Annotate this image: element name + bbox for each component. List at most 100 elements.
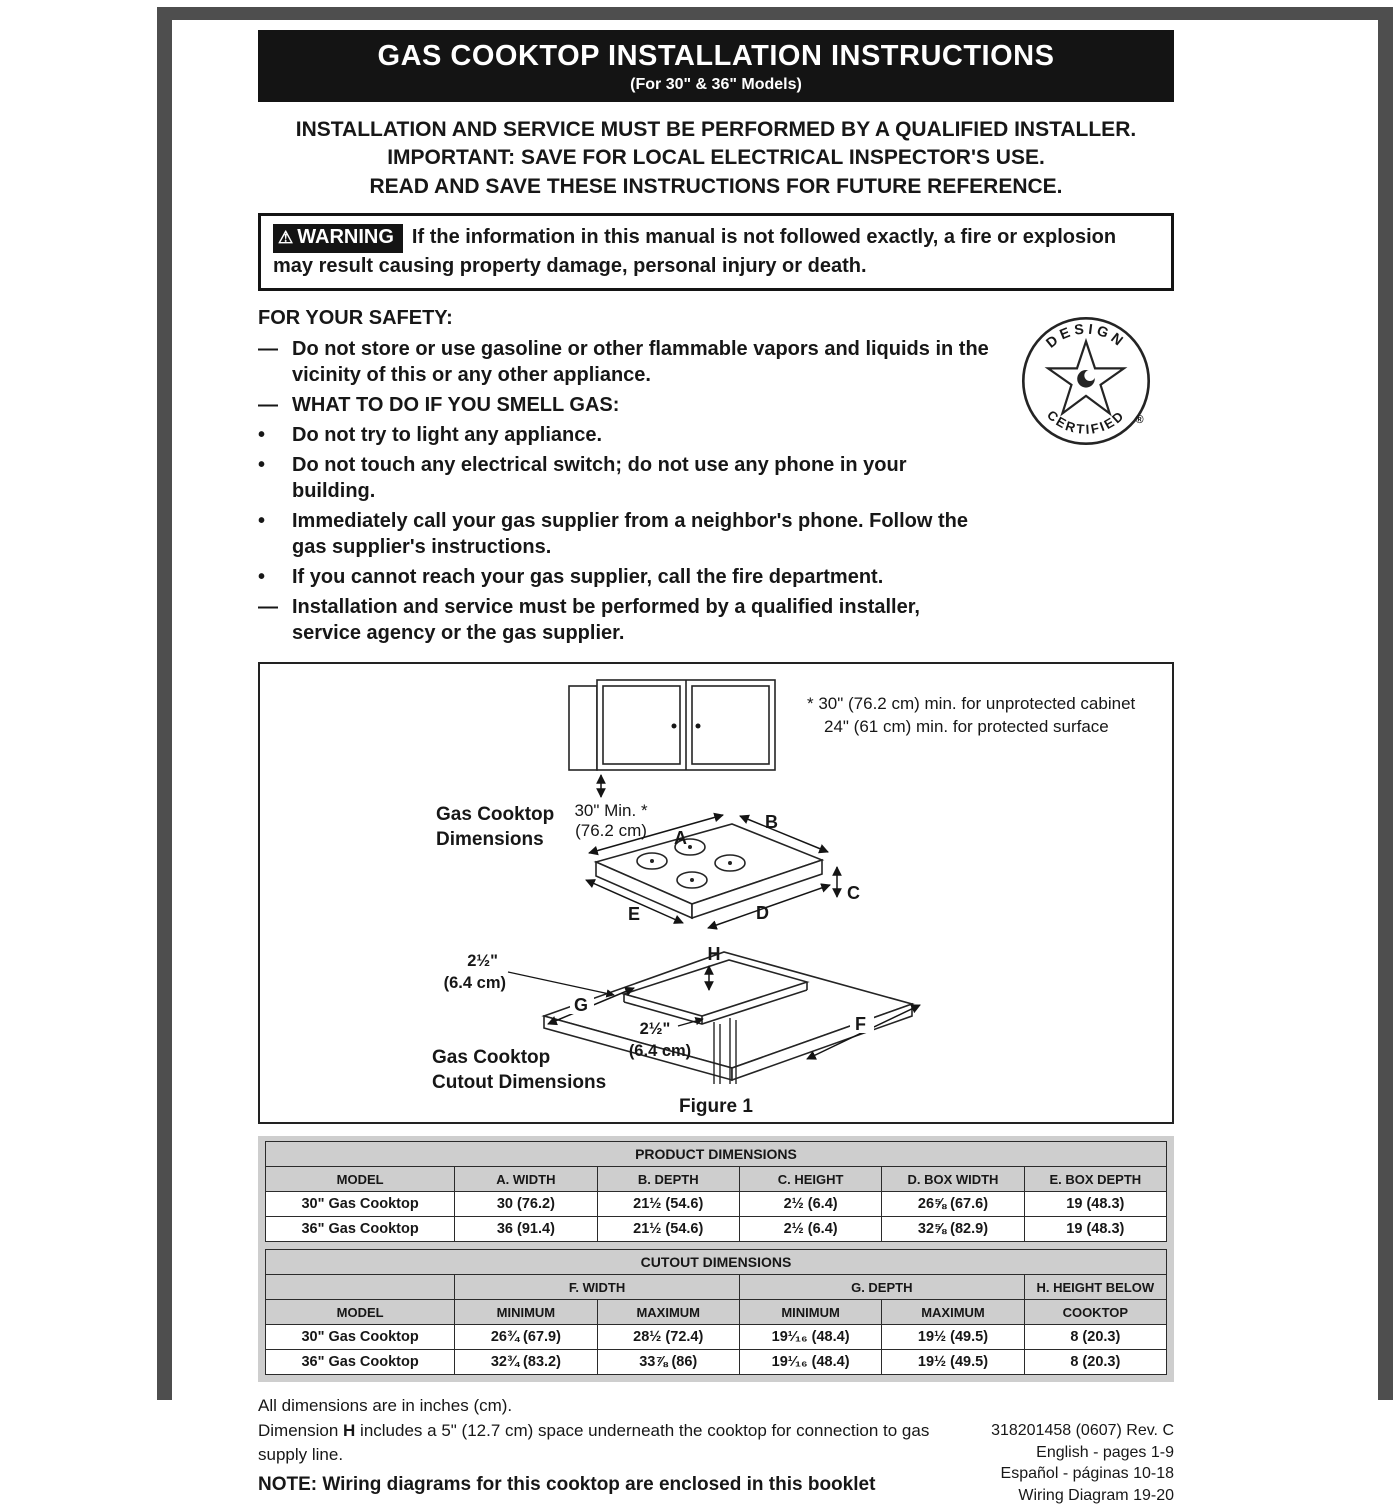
column-header: MODEL: [264, 1166, 456, 1193]
list-item-text: Do not touch any electrical switch; do n…: [292, 454, 907, 503]
table-cell: 19½ (49.5): [881, 1349, 1025, 1376]
footer-notes: All dimensions are in inches (cm). Dimen…: [258, 1394, 934, 1506]
column-group-header: H. HEIGHT BELOW: [1023, 1274, 1168, 1301]
table-cell: 8 (20.3): [1023, 1349, 1168, 1376]
table-row: 36" Gas Cooktop 36 (91.4) 21½ (54.6) 2½ …: [264, 1216, 1168, 1243]
list-marker: •: [258, 566, 266, 589]
design-certified-badge: DESIGN CERTIFIED ®: [1021, 317, 1151, 446]
burner-icon: [714, 854, 746, 872]
table-cell: 28½ (72.4): [596, 1324, 740, 1351]
table-cell: 33⅞ (86): [596, 1349, 740, 1376]
star-icon: [1044, 337, 1128, 417]
dim-arrow-b: [739, 814, 829, 854]
cabinet-note-line2: 24" (61 cm) min. for protected surface: [824, 717, 1109, 736]
clearance-mid-cm: (6.4 cm): [629, 1042, 691, 1060]
dim-letter-e: E: [628, 904, 640, 924]
column-header: E. BOX DEPTH: [1023, 1166, 1168, 1193]
table-group-header-row: F. WIDTH G. DEPTH H. HEIGHT BELOW: [264, 1274, 1168, 1301]
dim-letter-g: G: [574, 995, 588, 1015]
english-pages: English - pages 1-9: [1036, 1443, 1174, 1461]
notice-line: READ AND SAVE THESE INSTRUCTIONS FOR FUT…: [369, 174, 1063, 198]
warning-badge-label: WARNING: [297, 226, 394, 249]
notice-line: INSTALLATION AND SERVICE MUST BE PERFORM…: [295, 118, 1137, 141]
column-header: C. HEIGHT: [738, 1166, 883, 1193]
wiring-note: NOTE: Wiring diagrams for this cooktop a…: [258, 1473, 876, 1495]
cooktop-dims-label1: Gas Cooktop: [436, 804, 554, 825]
table-cell: 32⅝ (82.9): [881, 1216, 1025, 1243]
column-header: MINIMUM: [738, 1299, 883, 1326]
list-item: — WHAT TO DO IF YOU SMELL GAS:: [258, 392, 1024, 418]
table-cell: 8 (20.3): [1023, 1324, 1168, 1351]
table-header-row: MODEL A. WIDTH B. DEPTH C. HEIGHT D. BOX…: [264, 1166, 1168, 1193]
clearance-mid-leader: [677, 1017, 704, 1027]
spanish-pages: Español - páginas 10-18: [1000, 1465, 1174, 1483]
clearance-top-label: 2½": [467, 952, 498, 970]
notice-block: INSTALLATION AND SERVICE MUST BE PERFORM…: [258, 116, 1174, 201]
table-cell: 30" Gas Cooktop: [264, 1324, 456, 1351]
page-footer: All dimensions are in inches (cm). Dimen…: [258, 1394, 1174, 1506]
column-header: MODEL: [264, 1299, 456, 1326]
list-marker: •: [258, 510, 266, 533]
min-clearance-label: 30" Min. *: [574, 801, 648, 820]
dimension-h-note-bold: H: [343, 1420, 356, 1440]
empty-header-cell: [264, 1274, 456, 1301]
min-clearance-cm: (76.2 cm): [575, 821, 647, 840]
list-marker: —: [258, 394, 278, 417]
page-title: GAS COOKTOP INSTALLATION INSTRUCTIONS: [377, 40, 1055, 72]
table-cell: 19¹⁄₁₆ (48.4): [738, 1324, 883, 1351]
column-header: COOKTOP: [1023, 1299, 1168, 1326]
table-cell: 2½ (6.4): [738, 1191, 883, 1218]
list-item: — Do not store or use gasoline or other …: [258, 336, 1024, 388]
table-cell: 19 (48.3): [1023, 1216, 1168, 1243]
list-marker: •: [258, 454, 266, 477]
list-marker: —: [258, 596, 278, 619]
document-meta: 318201458 (0607) Rev. C English - pages …: [934, 1420, 1174, 1506]
list-marker: —: [258, 338, 278, 361]
dim-arrow-e: [585, 879, 684, 924]
table-cell: 26¾ (67.9): [454, 1324, 598, 1351]
list-item-text: Do not try to light any appliance.: [292, 424, 603, 447]
door-handle: [695, 723, 701, 729]
dim-letter-d: D: [756, 903, 769, 923]
figure-1-box: 30" Min. * (76.2 cm) * 30" (76.2 cm) min…: [258, 662, 1174, 1125]
dim-letter-a: A: [674, 828, 687, 848]
page-subtitle: (For 30" & 36" Models): [630, 76, 802, 93]
dim-arrow-a: [588, 812, 724, 856]
flame-mark-icon: [1084, 370, 1096, 382]
clearance-mid-label: 2½": [640, 1020, 671, 1038]
dimension-h-note: Dimension H includes a 5" (12.7 cm) spac…: [258, 1419, 934, 1468]
column-header: B. DEPTH: [596, 1166, 740, 1193]
table-cell: 36" Gas Cooktop: [264, 1216, 456, 1243]
safety-section: FOR YOUR SAFETY: — Do not store or use g…: [258, 305, 1174, 646]
table-header-row: MODEL MINIMUM MAXIMUM MINIMUM MAXIMUM CO…: [264, 1299, 1168, 1326]
list-item: — Installation and service must be perfo…: [258, 594, 1024, 646]
figure-caption: Figure 1: [679, 1096, 753, 1117]
list-item-text: Immediately call your gas supplier from …: [292, 510, 968, 559]
cabinet-note-line1: * 30" (76.2 cm) min. for unprotected cab…: [807, 694, 1136, 713]
door-handle: [671, 723, 677, 729]
table-cell: 19½ (49.5): [881, 1324, 1025, 1351]
list-item-text: WHAT TO DO IF YOU SMELL GAS:: [292, 394, 620, 417]
table-cell: 36" Gas Cooktop: [264, 1349, 456, 1376]
column-group-header: G. DEPTH: [738, 1274, 1025, 1301]
dim-arrow-d: [707, 883, 831, 930]
dim-letter-b: B: [765, 812, 778, 832]
column-group-header: F. WIDTH: [454, 1274, 740, 1301]
table-cell: 19 (48.3): [1023, 1191, 1168, 1218]
cabinet-drawing: [568, 679, 776, 771]
table-row: 30" Gas Cooktop 26¾ (67.9) 28½ (72.4) 19…: [264, 1324, 1168, 1351]
column-header: MAXIMUM: [596, 1299, 740, 1326]
cutout-dimensions-table: CUTOUT DIMENSIONS F. WIDTH G. DEPTH H. H…: [264, 1249, 1168, 1376]
list-item-text: If you cannot reach your gas supplier, c…: [292, 566, 884, 589]
cooktop-dims-label2: Dimensions: [436, 829, 544, 850]
part-number: 318201458 (0607) Rev. C: [991, 1422, 1174, 1440]
clearance-leader: [507, 971, 615, 998]
seal-ring: [1021, 317, 1151, 446]
column-header: MINIMUM: [454, 1299, 598, 1326]
table-cell: 2½ (6.4): [738, 1216, 883, 1243]
seal-bottom-text: CERTIFIED: [1044, 407, 1128, 437]
list-item: • Immediately call your gas supplier fro…: [258, 508, 1024, 560]
warning-text: If the information in this manual is not…: [273, 226, 1117, 278]
document-page: GAS COOKTOP INSTALLATION INSTRUCTIONS (F…: [258, 30, 1174, 1506]
